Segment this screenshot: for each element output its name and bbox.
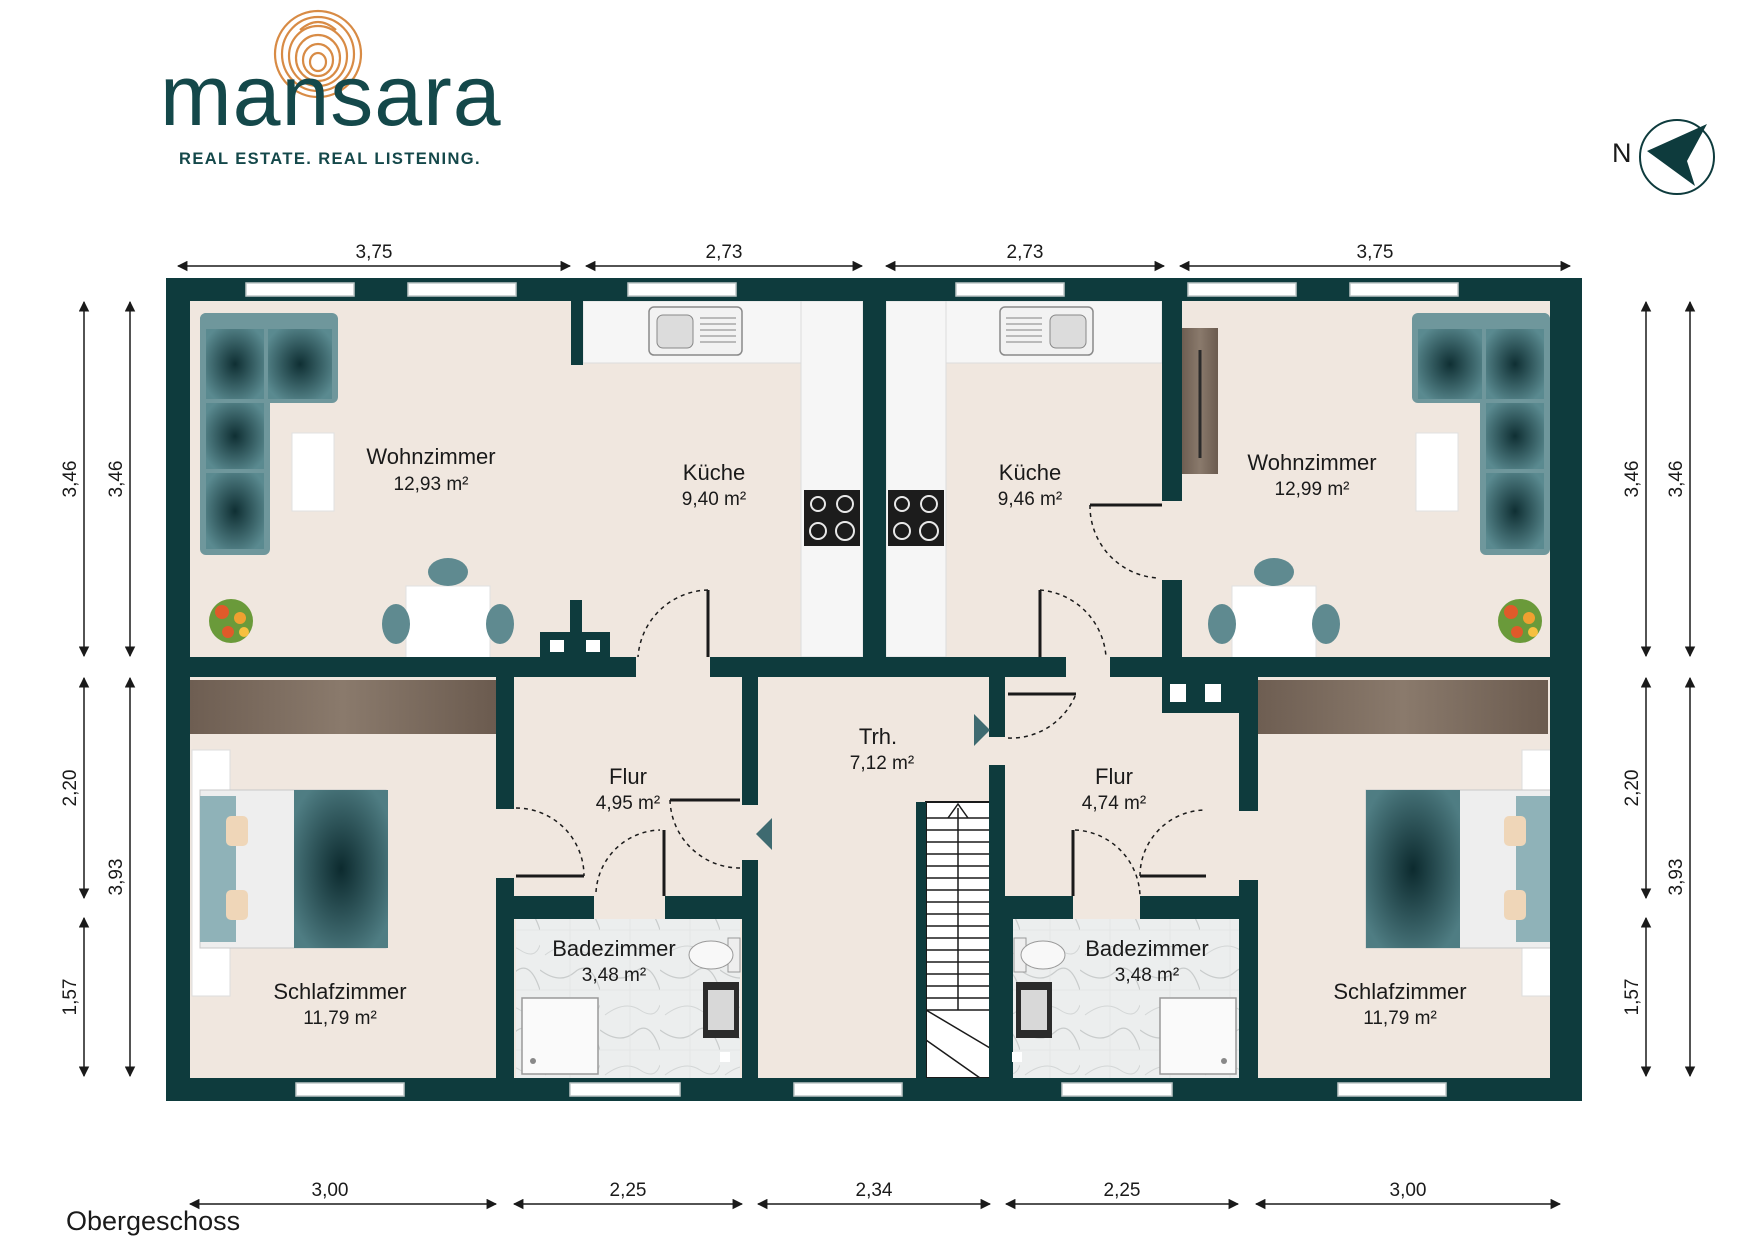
dimension-label: 2,34 — [856, 1180, 893, 1201]
room-area: 7,12 m² — [850, 753, 914, 774]
dimension-label: 3,00 — [312, 1180, 349, 1201]
room-area: 12,93 m² — [394, 474, 469, 495]
room-area: 9,46 m² — [998, 489, 1062, 510]
dimension-label: 3,75 — [1357, 242, 1394, 263]
dimension-lines — [78, 260, 1696, 1210]
door-leaves — [516, 503, 1206, 896]
room-area: 4,95 m² — [596, 793, 660, 814]
wardrobe-left — [190, 680, 496, 734]
room-area: 9,40 m² — [682, 489, 746, 510]
room-name: Badezimmer — [1085, 936, 1208, 961]
dimension-label: 2,25 — [610, 1180, 647, 1201]
dimension-label: 2,20 — [1622, 770, 1643, 807]
dimension-label: 3,93 — [1666, 859, 1687, 896]
logo-wordmark: mansara — [160, 48, 502, 144]
room-name: Wohnzimmer — [366, 444, 495, 469]
plant-icon — [209, 599, 253, 643]
room-name: Trh. — [859, 724, 897, 749]
dining-set-right — [1208, 558, 1340, 661]
dimension-label: 3,93 — [106, 859, 127, 896]
dimension-label: 3,46 — [106, 461, 127, 498]
room-name: Flur — [1095, 764, 1133, 789]
shaft-openings — [550, 640, 1221, 1062]
dimension-label: 2,73 — [1007, 242, 1044, 263]
room-name: Küche — [999, 460, 1061, 485]
entry-arrow-icon — [756, 818, 772, 850]
dimension-label: 2,20 — [60, 770, 81, 807]
dimension-label: 3,46 — [1666, 461, 1687, 498]
room-area: 11,79 m² — [303, 1008, 377, 1029]
plant-icon — [1498, 599, 1542, 643]
dining-set-left — [382, 558, 514, 661]
room-area: 11,79 m² — [1363, 1008, 1437, 1029]
shower-tray-icon — [521, 997, 599, 1075]
dimension-labels: 3,75 2,73 2,73 3,75 3,00 2,25 2,34 2,25 … — [60, 242, 1687, 1201]
room-area: 12,99 m² — [1275, 479, 1350, 500]
north-compass: N — [1612, 119, 1715, 195]
bed-right — [1365, 749, 1561, 997]
toilet-icon — [1013, 937, 1066, 973]
dimension-label: 3,46 — [1622, 461, 1643, 498]
dimension-label: 1,57 — [60, 979, 81, 1016]
dimension-label: 1,57 — [1622, 979, 1643, 1016]
dimension-label: 3,00 — [1390, 1180, 1427, 1201]
room-name: Badezimmer — [552, 936, 675, 961]
company-logo: mansara REAL ESTATE. REAL LISTENING. — [160, 9, 502, 168]
room-name: Wohnzimmer — [1247, 450, 1376, 475]
wardrobe-right — [1258, 680, 1548, 734]
dimension-label: 3,75 — [356, 242, 393, 263]
coffee-table-left — [291, 432, 335, 512]
fingerprint-icon — [273, 9, 363, 99]
dimension-label: 2,25 — [1104, 1180, 1141, 1201]
doors — [515, 504, 1207, 897]
room-name: Schlafzimmer — [1333, 979, 1466, 1004]
logo-tagline: REAL ESTATE. REAL LISTENING. — [179, 150, 481, 168]
room-area: 3,48 m² — [1115, 965, 1179, 986]
dimension-label: 2,73 — [706, 242, 743, 263]
dimension-label: 3,46 — [60, 461, 81, 498]
room-name: Flur — [609, 764, 647, 789]
floor-label: Obergeschoss — [66, 1206, 240, 1236]
sofa-right — [1412, 313, 1550, 555]
kitchen-right-counter — [885, 300, 1163, 658]
room-name: Schlafzimmer — [273, 979, 406, 1004]
compass-circle — [1639, 119, 1715, 195]
windows — [245, 282, 1459, 1097]
coffee-table-right — [1415, 432, 1459, 512]
kitchen-left-counter — [582, 300, 864, 658]
room-labels: Wohnzimmer 12,93 m² Küche 9,40 m² Küche … — [273, 444, 1466, 1029]
north-label: N — [1612, 138, 1632, 168]
sofa-left — [200, 313, 338, 555]
bed-left — [191, 749, 388, 997]
entry-arrow-icon — [974, 714, 990, 746]
room-name: Küche — [683, 460, 745, 485]
toilet-icon — [688, 937, 741, 973]
staircase-icon — [925, 801, 991, 1079]
compass-arrow-icon — [1647, 124, 1707, 186]
room-area: 4,74 m² — [1082, 793, 1146, 814]
room-area: 3,48 m² — [582, 965, 646, 986]
